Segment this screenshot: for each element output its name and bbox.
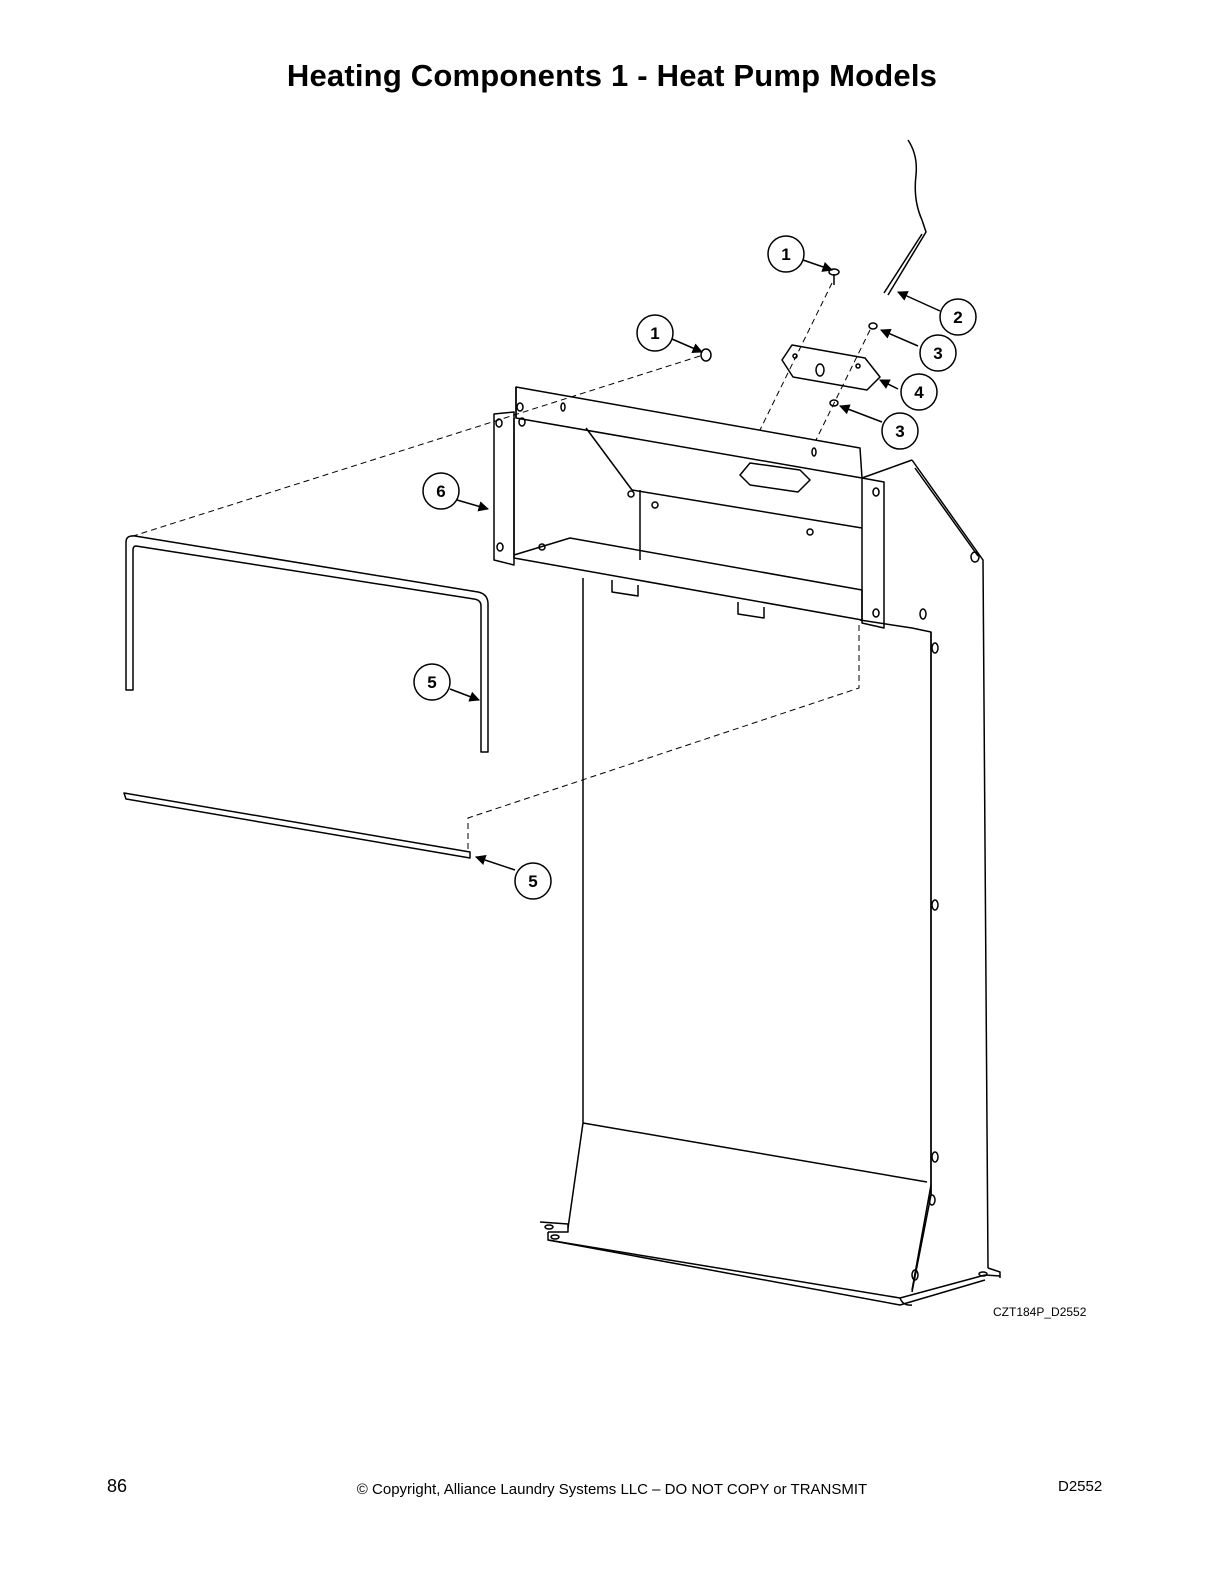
heater-duct-body bbox=[539, 459, 1001, 1306]
page-title: Heating Components 1 - Heat Pump Models bbox=[286, 58, 938, 93]
washer-3-upper bbox=[868, 322, 878, 330]
temperature-probe bbox=[883, 139, 927, 296]
callout-5-upper: 5 bbox=[413, 663, 451, 701]
washer-3-lower bbox=[829, 399, 839, 407]
callout-6: 6 bbox=[422, 472, 460, 510]
page-number: 86 bbox=[107, 1476, 128, 1496]
svg-text:1: 1 bbox=[650, 324, 659, 343]
drawing-id: CZT184P_D2552 bbox=[993, 1305, 1087, 1319]
svg-text:1: 1 bbox=[781, 245, 790, 264]
heating-element-u bbox=[125, 535, 489, 753]
svg-text:3: 3 bbox=[933, 344, 942, 363]
heater-box-housing bbox=[493, 386, 913, 629]
callout-3-lower: 3 bbox=[881, 412, 919, 450]
screw-1-left bbox=[700, 348, 712, 362]
callout-5-lower: 5 bbox=[514, 862, 552, 900]
svg-text:2: 2 bbox=[953, 308, 962, 327]
svg-text:4: 4 bbox=[914, 383, 924, 402]
svg-text:6: 6 bbox=[436, 482, 445, 501]
svg-text:5: 5 bbox=[528, 872, 537, 891]
callout-3-upper: 3 bbox=[919, 334, 957, 372]
screw-1-upper bbox=[828, 268, 840, 285]
callout-1-upper: 1 bbox=[767, 235, 805, 273]
callout-1-left: 1 bbox=[636, 314, 674, 352]
heating-element-flat bbox=[123, 792, 471, 859]
document-code: D2552 bbox=[1058, 1478, 1103, 1495]
mounting-plate bbox=[781, 344, 881, 391]
copyright-notice: © Copyright, Alliance Laundry Systems LL… bbox=[356, 1481, 868, 1498]
svg-text:5: 5 bbox=[427, 673, 436, 692]
callout-4: 4 bbox=[900, 373, 938, 411]
svg-text:3: 3 bbox=[895, 422, 904, 441]
callout-2: 2 bbox=[939, 298, 977, 336]
